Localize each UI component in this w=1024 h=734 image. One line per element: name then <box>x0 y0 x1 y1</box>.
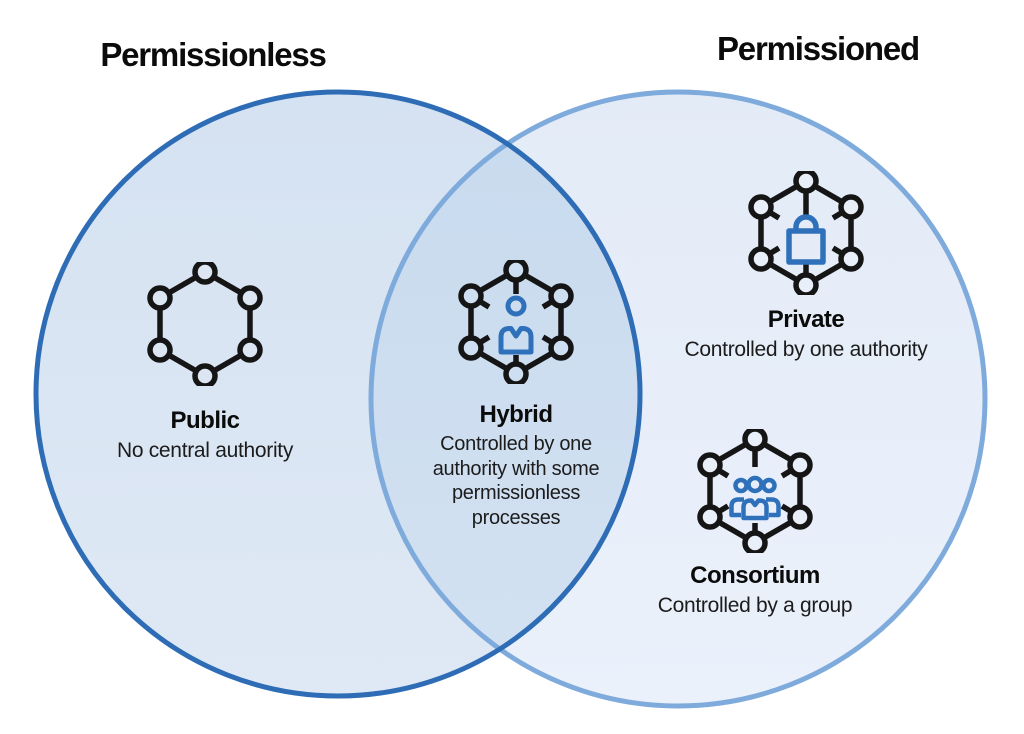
blockchain-network-lock-icon <box>748 171 864 295</box>
left-set-title: Permissionless <box>100 36 327 73</box>
region-private: Private Controlled by one authority <box>656 171 956 363</box>
lock-glyph <box>786 214 826 265</box>
region-consortium: Consortium Controlled by a group <box>615 429 895 619</box>
permissioned-circle-outline <box>368 89 988 709</box>
region-hybrid: Hybrid Controlled by one authority with … <box>411 260 621 530</box>
region-label-hybrid: Hybrid <box>479 401 553 428</box>
region-label-private: Private <box>767 306 845 333</box>
region-description-public: No central authority <box>116 439 294 462</box>
user-glyph <box>498 295 534 355</box>
right-set-title: Permissioned <box>716 30 920 67</box>
region-label-consortium: Consortium <box>690 562 820 589</box>
region-public: Public No central authority <box>70 262 340 464</box>
blockchain-network-icon <box>147 262 263 386</box>
permissionless-circle-outline <box>33 89 643 699</box>
region-description-consortium: Controlled by a group <box>657 594 853 617</box>
group-glyph <box>729 475 781 521</box>
blockchain-network-group-icon <box>697 429 813 553</box>
region-description-private: Controlled by one authority <box>684 338 928 361</box>
overlap-region <box>371 92 640 696</box>
blockchain-network-user-icon <box>458 260 574 384</box>
region-description-hybrid: Controlled by one authority with some pe… <box>432 433 600 529</box>
region-label-public: Public <box>170 407 240 434</box>
